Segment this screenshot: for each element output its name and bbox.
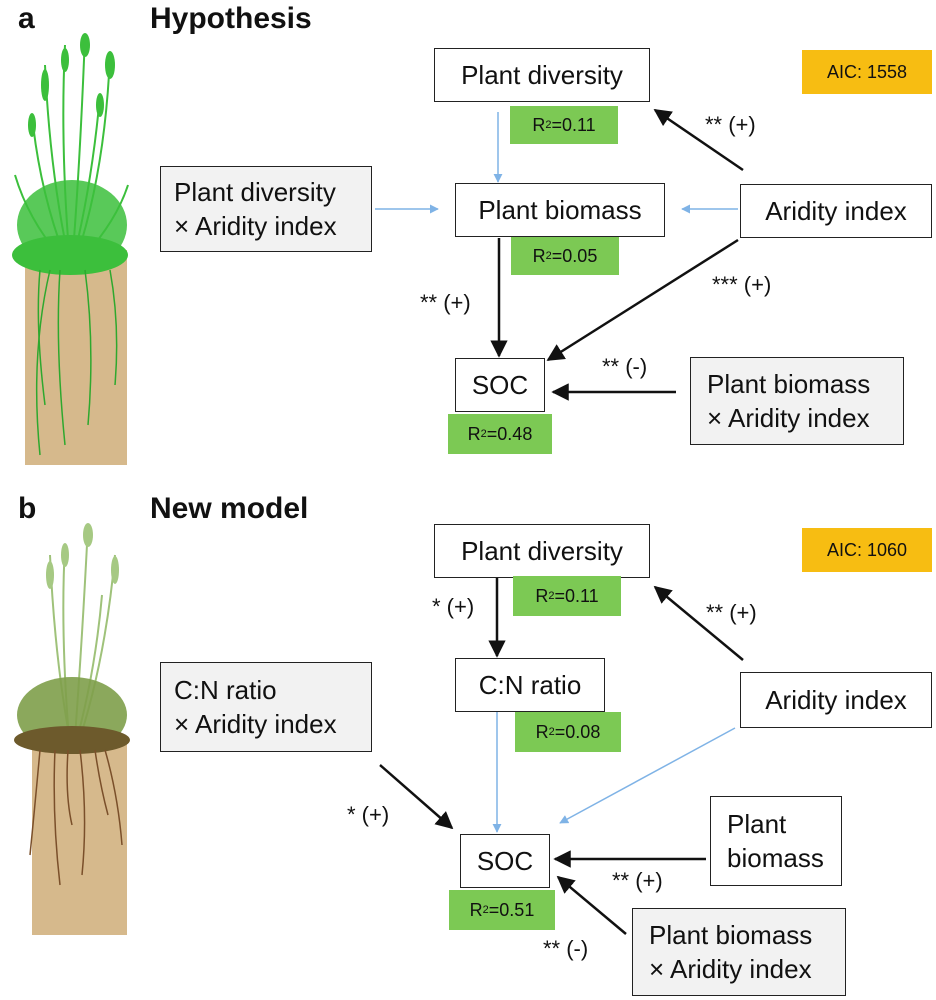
- panel-title: Hypothesis: [150, 2, 312, 35]
- grass-soil-illustration: [14, 523, 130, 935]
- sig-aridity-to-diversity: ** (+): [705, 112, 756, 137]
- edge-aridity-to-soc: [546, 238, 739, 362]
- panel-b: b New model: [0, 490, 936, 996]
- node-biomass-aridity-interaction: Plant biomass× Aridity index: [690, 357, 904, 445]
- aic-badge: AIC: 1060: [802, 528, 932, 572]
- node-label: Plant biomass: [478, 195, 642, 225]
- sig-biomass-to-soc: ** (+): [420, 290, 471, 315]
- sig-biomass-to-soc: ** (+): [612, 868, 663, 893]
- node-cn-ratio: C:N ratio: [455, 658, 605, 712]
- node-label: Aridity index: [765, 685, 907, 715]
- edge-aridity-to-diversity: [653, 585, 744, 661]
- node-plant-biomass: Plant biomass: [455, 183, 665, 237]
- node-cn-aridity-interaction: C:N ratio× Aridity index: [160, 662, 372, 752]
- path-diagram-edges: [375, 108, 744, 401]
- node-label: Plant diversity: [461, 536, 623, 566]
- node-plant-diversity: Plant diversity: [434, 48, 650, 102]
- node-diversity-aridity-interaction: Plant diversity× Aridity index: [160, 166, 372, 252]
- node-label: SOC: [471, 370, 529, 400]
- node-biomass-aridity-interaction: Plant biomass× Aridity index: [632, 908, 846, 996]
- panel-letter: b: [18, 492, 37, 525]
- node-label: Aridity index: [765, 196, 907, 226]
- edge-biomass-interaction-to-soc: [556, 875, 627, 935]
- edge-aridity-to-diversity: [653, 108, 744, 172]
- sig-biomass-interaction-to-soc: ** (-): [543, 936, 589, 961]
- panel-a: a Hypothesis: [0, 0, 936, 490]
- sig-aridity-to-diversity: ** (+): [706, 600, 757, 625]
- edge-cn-interaction-to-soc: [379, 764, 454, 830]
- node-label: SOC: [476, 846, 534, 876]
- node-aridity-index: Aridity index: [740, 672, 932, 728]
- node-plant-diversity: Plant diversity: [434, 524, 650, 578]
- node-aridity-index: Aridity index: [740, 184, 932, 238]
- panel-letter: a: [18, 2, 35, 35]
- node-soc: SOC: [460, 834, 550, 888]
- sig-biomass-interaction-to-soc: ** (-): [602, 354, 648, 379]
- panel-title: New model: [150, 492, 309, 525]
- sig-diversity-to-cn: * (+): [432, 594, 475, 619]
- node-label: C:N ratio: [478, 670, 582, 700]
- aic-badge: AIC: 1558: [802, 50, 932, 94]
- sig-cn-interaction-to-soc: * (+): [347, 802, 390, 827]
- node-label: Plant diversity: [461, 60, 623, 90]
- grass-soil-illustration: [12, 33, 129, 465]
- sig-aridity-to-soc: *** (+): [712, 272, 772, 297]
- node-soc: SOC: [455, 358, 545, 412]
- edge-aridity-to-soc: [559, 727, 736, 824]
- path-diagram-edges: [379, 578, 744, 935]
